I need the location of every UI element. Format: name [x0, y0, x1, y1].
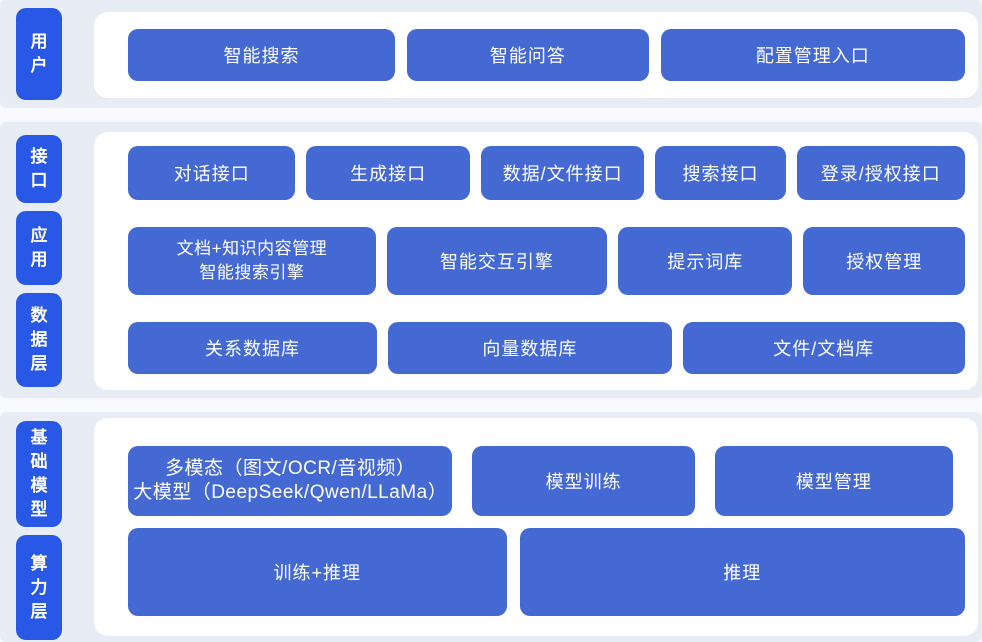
btn-multimodal-llm-line1: 多模态（图文/OCR/音视频）: [165, 458, 416, 479]
btn-config-management-entry: 配置管理入口: [660, 29, 966, 81]
btn-multimodal-llm-line2: 大模型（DeepSeek/Qwen/LLaMa）: [133, 482, 448, 503]
layer-pill-application: 应用: [16, 211, 62, 285]
panel-user-layer: 智能搜索 智能问答 配置管理入口: [94, 12, 978, 98]
btn-vector-db: 向量数据库: [388, 322, 672, 374]
layer-pill-data-label: 数据层: [30, 306, 48, 373]
pill-column-bottom: 基础模型 算力层: [0, 412, 78, 642]
btn-search-api: 搜索接口: [655, 146, 786, 200]
btn-relational-db: 关系数据库: [128, 322, 378, 374]
panel-bottom-layers: 多模态（图文/OCR/音视频） 大模型（DeepSeek/Qwen/LLaMa）…: [94, 418, 978, 636]
btn-doc-knowledge-line2: 智能搜索引擎: [199, 263, 305, 282]
layer-pill-user: 用户: [16, 8, 62, 100]
layer-pill-interface-label: 接口: [30, 147, 48, 190]
section-middle-layers: 接口 应用 数据层 对话接口 生成接口 数据/文件接口 搜索接口 登录/授权接口…: [0, 122, 982, 398]
btn-doc-knowledge-search-engine: 文档+知识内容管理 智能搜索引擎: [128, 227, 376, 295]
btn-multimodal-llm: 多模态（图文/OCR/音视频） 大模型（DeepSeek/Qwen/LLaMa）: [128, 446, 453, 516]
btn-doc-knowledge-line1: 文档+知识内容管理: [176, 239, 328, 258]
btn-file-doc-store: 文件/文档库: [682, 322, 965, 374]
btn-intelligent-search: 智能搜索: [128, 29, 396, 81]
layer-pill-interface: 接口: [16, 135, 62, 203]
row-compute: 训练+推理 推理: [128, 528, 965, 616]
section-user-layer: 用户 智能搜索 智能问答 配置管理入口: [0, 0, 982, 108]
row-applications: 文档+知识内容管理 智能搜索引擎 智能交互引擎 提示词库 授权管理: [128, 227, 965, 295]
layer-pill-user-label: 用户: [30, 32, 48, 75]
btn-model-training: 模型训练: [472, 446, 695, 516]
btn-model-management: 模型管理: [714, 446, 953, 516]
layer-pill-application-label: 应用: [30, 226, 48, 269]
pill-column-middle: 接口 应用 数据层: [0, 122, 78, 398]
btn-data-file-api: 数据/文件接口: [480, 146, 645, 200]
btn-training-inference: 训练+推理: [128, 528, 507, 616]
btn-generation-api: 生成接口: [306, 146, 470, 200]
row-interfaces: 对话接口 生成接口 数据/文件接口 搜索接口 登录/授权接口: [128, 146, 965, 200]
layer-pill-compute-label: 算力层: [30, 553, 48, 621]
layer-pill-foundation-model-label: 基础模型: [30, 428, 48, 519]
btn-prompt-library: 提示词库: [618, 227, 793, 295]
btn-authorization-management: 授权管理: [803, 227, 965, 295]
row-data-stores: 关系数据库 向量数据库 文件/文档库: [128, 322, 965, 374]
btn-interaction-engine: 智能交互引擎: [386, 227, 608, 295]
btn-login-auth-api: 登录/授权接口: [796, 146, 965, 200]
row-foundation-models: 多模态（图文/OCR/音视频） 大模型（DeepSeek/Qwen/LLaMa）…: [128, 446, 953, 516]
layer-pill-foundation-model: 基础模型: [16, 421, 62, 527]
panel-middle-layers: 对话接口 生成接口 数据/文件接口 搜索接口 登录/授权接口 文档+知识内容管理…: [94, 132, 978, 390]
section-bottom-layers: 基础模型 算力层 多模态（图文/OCR/音视频） 大模型（DeepSeek/Qw…: [0, 412, 982, 642]
btn-intelligent-qa: 智能问答: [407, 29, 649, 81]
row-user-entries: 智能搜索 智能问答 配置管理入口: [128, 29, 966, 81]
pill-column-user: 用户: [0, 0, 78, 108]
layer-pill-compute: 算力层: [16, 535, 62, 640]
btn-dialogue-api: 对话接口: [128, 146, 296, 200]
btn-inference: 推理: [519, 528, 965, 616]
layer-pill-data: 数据层: [16, 293, 62, 387]
